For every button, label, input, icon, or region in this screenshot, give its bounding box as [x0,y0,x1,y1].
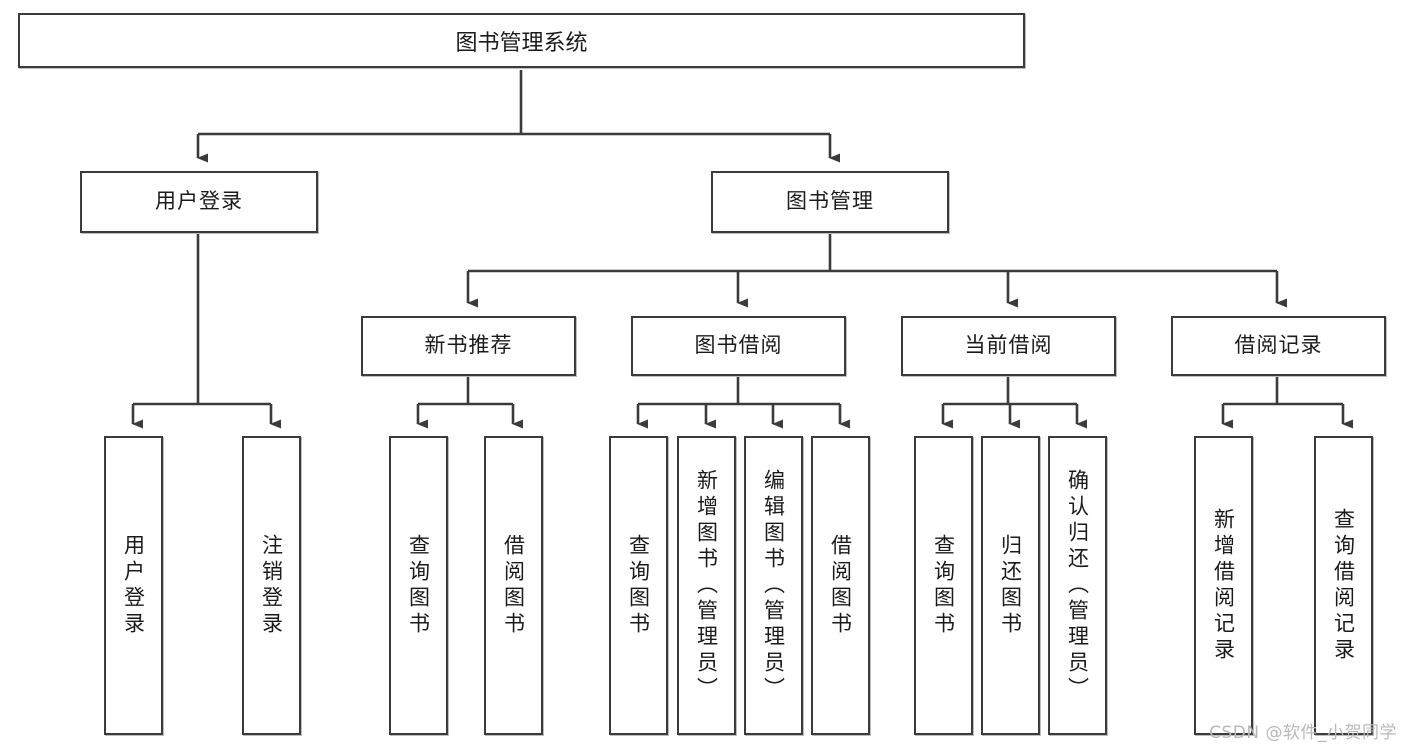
leaf-current-borrow-0-label: 查询图书 [931,533,956,638]
leaf-book-borrow-3-label: 借阅图书 [828,533,853,638]
leaf-book-borrow-2[interactable]: 编辑图书（管理员） [744,436,803,735]
leaf-new-book-0-label: 查询图书 [406,533,431,638]
leaf-borrow-record-0-label: 新增借阅记录 [1211,507,1236,664]
leaf-current-borrow-2-label: 确认归还（管理员） [1065,468,1090,703]
node-root[interactable]: 图书管理系统 [18,13,1025,68]
leaf-new-book-0[interactable]: 查询图书 [389,436,448,735]
node-current-borrow[interactable]: 当前借阅 [901,316,1116,376]
leaf-new-book-1[interactable]: 借阅图书 [484,436,543,735]
node-user-login[interactable]: 用户登录 [80,171,318,233]
node-borrow-record-label: 借阅记录 [1234,333,1323,358]
leaf-user-login-0-label: 用户登录 [121,533,146,638]
node-book-borrow[interactable]: 图书借阅 [631,316,846,376]
node-book-management[interactable]: 图书管理 [711,171,949,233]
leaf-book-borrow-2-label: 编辑图书（管理员） [761,468,786,703]
node-book-management-label: 图书管理 [786,189,874,214]
leaf-user-login-1[interactable]: 注销登录 [242,436,301,735]
node-user-login-label: 用户登录 [155,189,243,214]
node-borrow-record[interactable]: 借阅记录 [1171,316,1386,376]
leaf-new-book-1-label: 借阅图书 [501,533,526,638]
watermark: CSDN @软件_小贺同学 [1209,723,1397,743]
leaf-book-borrow-3[interactable]: 借阅图书 [811,436,870,735]
leaf-current-borrow-1[interactable]: 归还图书 [981,436,1040,735]
leaf-user-login-0[interactable]: 用户登录 [104,436,163,735]
leaf-current-borrow-0[interactable]: 查询图书 [914,436,973,735]
leaf-current-borrow-2[interactable]: 确认归还（管理员） [1048,436,1107,735]
leaf-borrow-record-1[interactable]: 查询借阅记录 [1314,436,1373,735]
node-new-book-recommend[interactable]: 新书推荐 [361,316,576,376]
leaf-borrow-record-1-label: 查询借阅记录 [1331,507,1356,664]
leaf-book-borrow-0-label: 查询图书 [626,533,651,638]
leaf-book-borrow-1[interactable]: 新增图书（管理员） [677,436,736,735]
leaf-borrow-record-0[interactable]: 新增借阅记录 [1194,436,1253,735]
node-book-borrow-label: 图书借阅 [694,333,783,358]
leaf-book-borrow-1-label: 新增图书（管理员） [694,468,719,703]
leaf-user-login-1-label: 注销登录 [259,533,284,638]
node-current-borrow-label: 当前借阅 [964,333,1053,358]
node-new-book-recommend-label: 新书推荐 [424,333,513,358]
leaf-book-borrow-0[interactable]: 查询图书 [609,436,668,735]
leaf-current-borrow-1-label: 归还图书 [998,533,1023,638]
node-root-label: 图书管理系统 [455,30,588,56]
